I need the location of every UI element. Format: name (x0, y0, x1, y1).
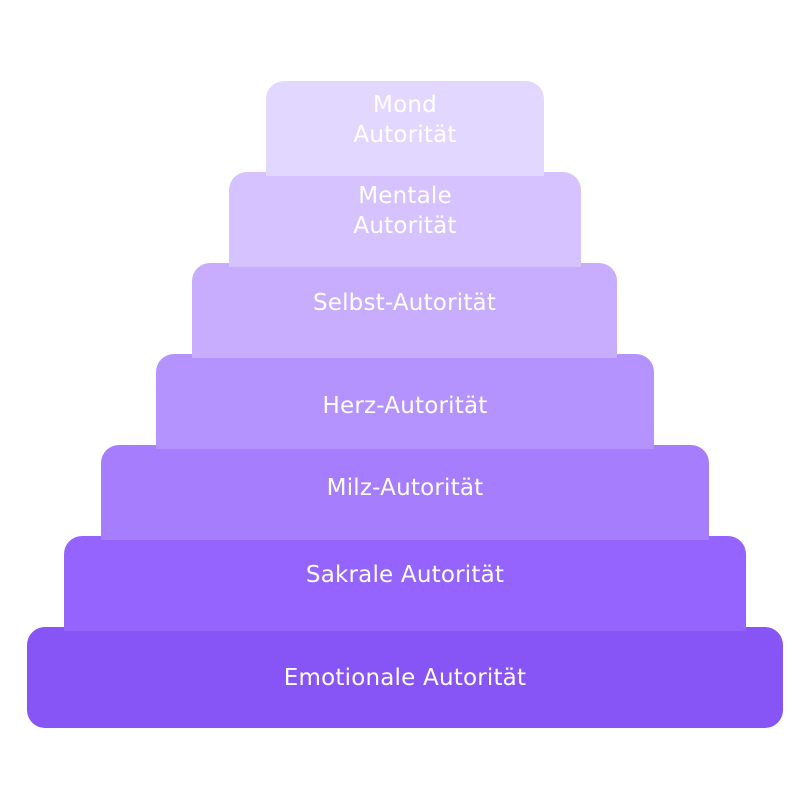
tier-label: Milz-Autorität (326, 474, 484, 501)
tier-label: Herz-Autorität (322, 392, 488, 419)
tier-herz-autoritaet: Herz-Autorität (156, 354, 654, 449)
tier-label: Mond Autorität (353, 91, 457, 148)
tier-label: Selbst-Autorität (312, 289, 497, 316)
tier-label: Emotionale Autorität (283, 664, 527, 691)
tier-selbst-autoritaet: Selbst-Autorität (192, 263, 617, 358)
tier-label: Mentale Autorität (353, 182, 457, 239)
tier-label: Sakrale Autorität (305, 561, 505, 588)
tier-sakrale-autoritaet: Sakrale Autorität (64, 536, 746, 631)
tier-mond-autoritaet: Mond Autorität (266, 81, 544, 176)
tier-emotionale-autoritaet: Emotionale Autorität (27, 627, 783, 728)
tier-mentale-autoritaet: Mentale Autorität (229, 172, 581, 267)
tier-milz-autoritaet: Milz-Autorität (101, 445, 709, 540)
